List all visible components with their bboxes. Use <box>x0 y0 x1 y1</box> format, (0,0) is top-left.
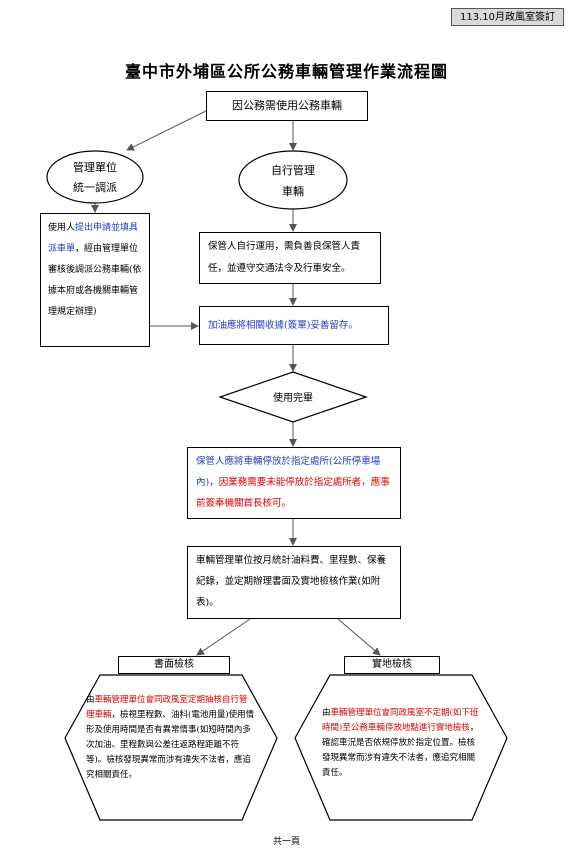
self-circle-label: 自行管理 車輛 <box>239 160 347 202</box>
site-check-p1: 由 <box>322 708 331 718</box>
self-manage-circle <box>238 150 348 210</box>
revision-stamp: 113.10月政風室簽訂 <box>451 8 564 26</box>
unified-dispatch-circle <box>46 150 144 204</box>
stats-p1: 車輛管理單位按月統計油料費、里程數、保養紀錄，並定期辦理 <box>196 555 387 587</box>
doc-check-hexagon <box>64 674 278 821</box>
parking-p1: 保管人應將車輛停放於指定處所(公所停車場內) <box>196 456 381 488</box>
request-p3: ，經由管理單位審核後調派公務車輛(依據本府或各機關車輛管理規定辦理) <box>48 244 142 317</box>
doc-check-text: 由車輛管理單位會同政風室定期抽核自行管理車輛，檢視里程數、油料(電池用量)使用情… <box>86 693 256 783</box>
doc-check-p1: 由 <box>86 695 95 705</box>
doc-check-label: 書面檢核 <box>154 659 194 670</box>
site-check-p2: 車輛管理單位會同政風室不定期(如下班時間)至公務車輛停放地點進行實地檢核 <box>322 708 479 733</box>
use-complete-decision <box>218 371 368 423</box>
parking-box: 保管人應將車輛停放於指定處所(公所停車場內)，因業務需要未能停放於指定處所者，應… <box>187 447 401 519</box>
start-box: 因公務需使用公務車輛 <box>206 91 368 121</box>
arrow-start-to-unified <box>126 109 209 151</box>
parking-p2: ，因業務需要未能停放於指定處所者， <box>209 477 371 488</box>
request-p1: 使用人 <box>48 223 76 233</box>
start-text: 因公務需使用公務車輛 <box>232 99 342 112</box>
unified-circle-label: 管理單位 統一調派 <box>47 158 143 198</box>
self-line-2: 車輛 <box>282 185 304 198</box>
parking-p3: 應事前簽奉機關首長核可。 <box>196 477 390 509</box>
custodian-text: 保管人自行運用，需負善良保管人責任，並遵守交通法令及行車安全。 <box>208 241 361 274</box>
fuel-text: 加油應將相關收據(簽單)妥善留存。 <box>208 320 358 331</box>
custodian-box: 保管人自行運用，需負善良保管人責任，並遵守交通法令及行車安全。 <box>199 232 381 284</box>
stats-p2: 書面及實地檢核 <box>272 576 339 587</box>
site-check-label: 實地檢核 <box>372 659 412 670</box>
site-check-p3: ，確認車況是否依規停放於指定位置。檢核發現異常而涉有違失不法者，應追究相關責任。 <box>322 723 479 778</box>
arrow-stats-to-doc <box>196 618 251 656</box>
page-footer: 共一頁 <box>272 837 300 847</box>
doc-check-p2: 車輛管理單位會同政風室定期抽核自行管理車輛 <box>86 695 248 720</box>
doc-check-p3: ，檢視里程數、油料(電池用量)使用情形及使用時間是否有異常情事(如短時間內多次加… <box>86 710 255 780</box>
fuel-box: 加油應將相關收據(簽單)妥善留存。 <box>199 306 389 345</box>
stats-p3: 作業(如附表)。 <box>196 576 381 608</box>
unified-line-2: 統一調派 <box>73 181 117 194</box>
site-check-text: 由車輛管理單位會同政風室不定期(如下班時間)至公務車輛停放地點進行實地檢核，確認… <box>322 706 480 781</box>
unified-line-1: 管理單位 <box>73 161 117 174</box>
stats-box: 車輛管理單位按月統計油料費、里程數、保養紀錄，並定期辦理書面及實地檢核作業(如附… <box>187 546 401 619</box>
self-line-1: 自行管理 <box>271 164 315 177</box>
site-check-label-box: 實地檢核 <box>344 656 440 674</box>
request-box: 使用人提出申請並填具派車單，經由管理單位審核後調派公務車輛(依據本府或各機關車輛… <box>40 213 150 347</box>
arrow-stats-to-site <box>337 618 381 656</box>
request-p2: 提出申請並填具派車單 <box>48 223 139 254</box>
site-check-hexagon <box>294 674 508 821</box>
decision-label: 使用完畢 <box>273 393 313 404</box>
page-title: 臺中市外埔區公所公務車輛管理作業流程圖 <box>124 62 448 81</box>
doc-check-label-box: 書面檢核 <box>118 656 230 674</box>
